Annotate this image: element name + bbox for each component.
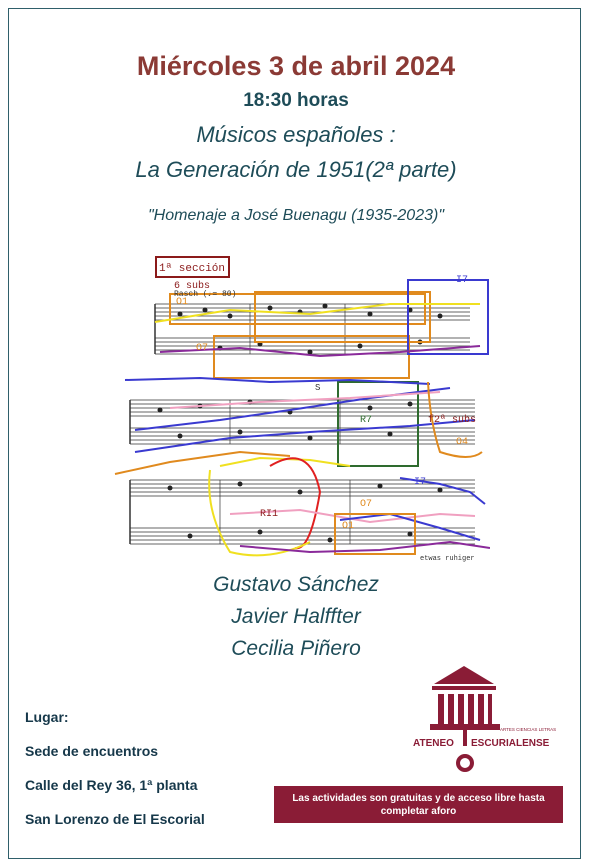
logo-tagline: ARTES CIENCIAS LETRAS [500,727,556,732]
score-label-o7b: O7 [360,499,372,510]
event-title-line2: La Generación de 1951(2ª parte) [135,157,457,182]
location-label: Lugar: [25,709,69,725]
score-label-o1a: O1 [176,297,188,308]
score-label-o1b: O1 [342,521,354,532]
poster-frame [8,8,581,859]
composer-name-2: Javier Halffter [231,605,361,628]
score-label-section: 1ª sección [159,263,225,275]
score-label-i7a: I7 [456,275,468,286]
score-label-o7a: O7 [196,343,208,354]
score-label-r7: R7 [360,415,372,426]
score-label-tempo: Rasch (♩= 80) [174,290,236,299]
logo-name-ateneo: ATENEO [413,738,454,749]
homenaje-subtitle: "Homenaje a José Buenagu (1935-2023)" [148,207,444,224]
free-access-notice: Las actividades son gratuitas y de acces… [274,786,563,823]
event-title-line1: Músicos españoles : [196,122,396,147]
location-line2: Calle del Rey 36, 1ª planta [25,777,198,793]
composer-name-3: Cecilia Piñero [231,637,361,660]
score-label-subs: 6 subs [174,280,210,292]
event-date: Miércoles 3 de abril 2024 [136,51,456,81]
score-label-ri1: RI1 [260,509,278,520]
event-time: 18:30 horas [243,90,349,111]
score-label-o4: O4 [456,437,468,448]
location-line3: San Lorenzo de El Escorial [25,811,205,827]
music-score-image: 1ª sección 6 subs Rasch (♩= 80) O1 O7 S … [114,256,490,563]
location-line1: Sede de encuentros [25,743,159,759]
composer-name-1: Gustavo Sánchez [213,573,379,596]
score-label-f2subs: f2ª subs [428,414,476,426]
score-label-footer: etwas ruhiger [420,555,475,563]
score-label-i7b: I7 [414,477,426,488]
logo-name-escurialense: ESCURIALENSE [471,738,550,749]
score-label-s: S [315,383,320,393]
ateneo-logo: ARTES CIENCIAS LETRAS ATENEO ESCURIALENS… [413,666,556,772]
